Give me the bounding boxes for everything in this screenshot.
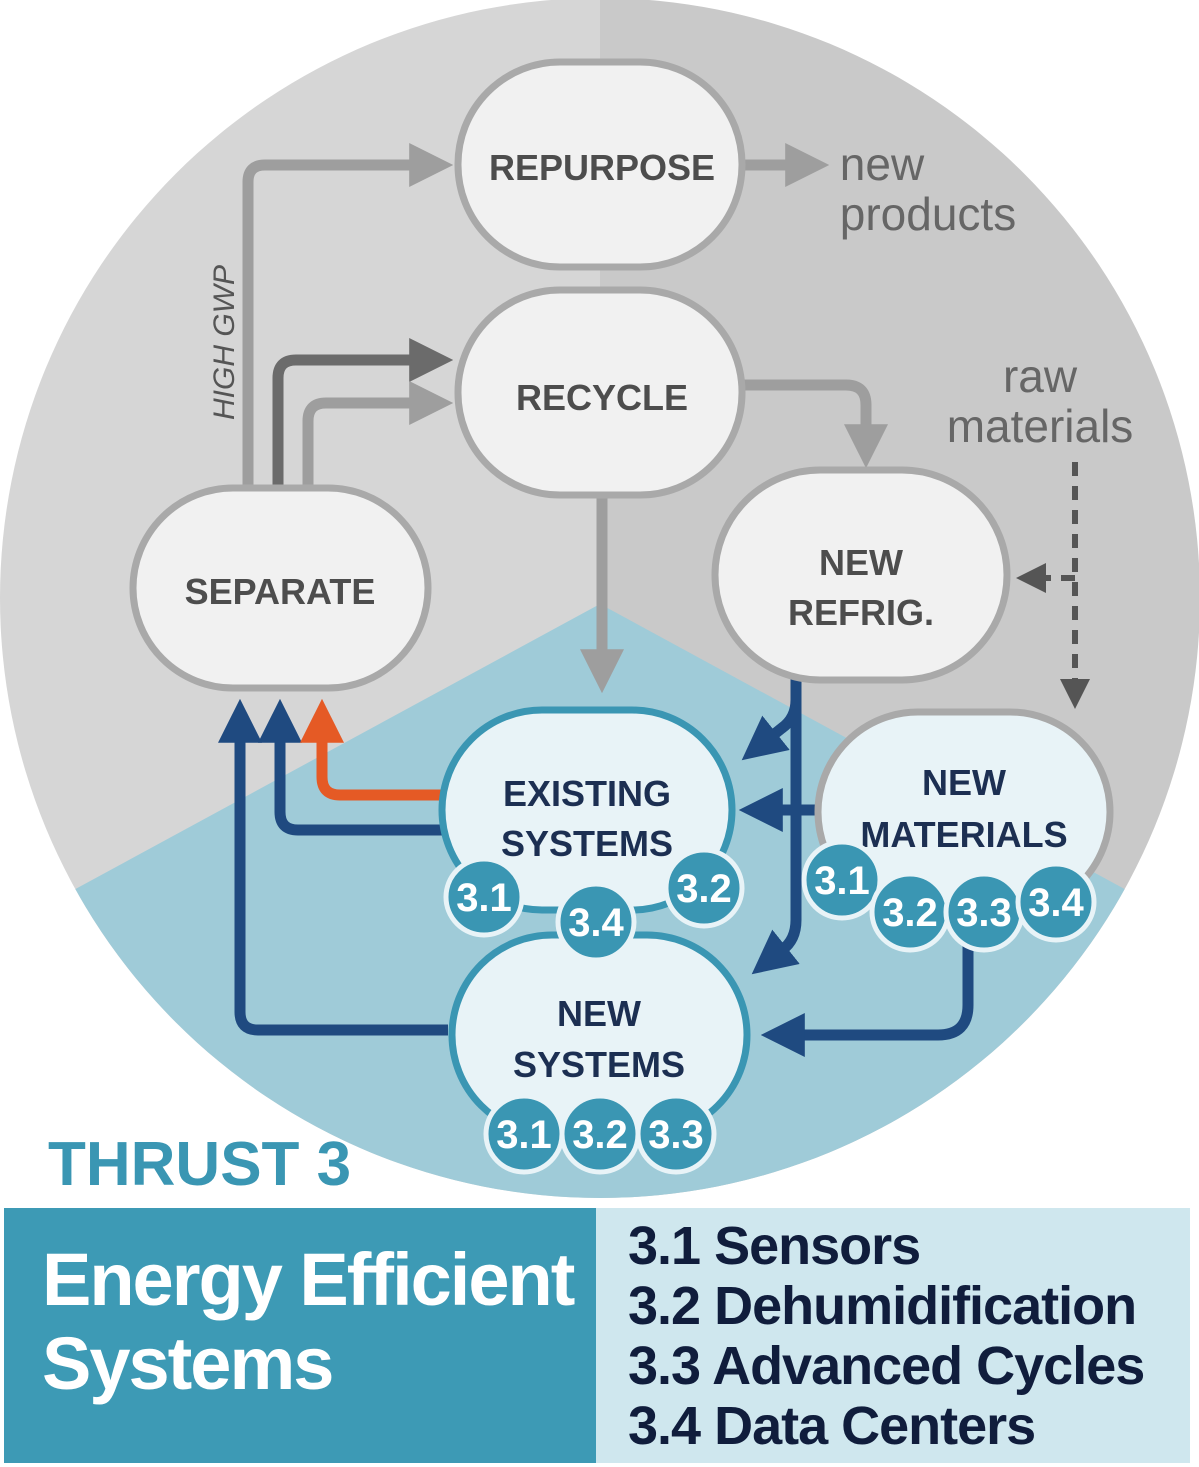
- arrow-recycle-to-new-refrig: [740, 379, 888, 469]
- thrust-item: 3.2 Dehumidification: [628, 1276, 1137, 1336]
- svg-text:3.4: 3.4: [1028, 881, 1084, 925]
- arrow-refrig-to-new-systems: [751, 700, 802, 975]
- arrow-separate-to-repurpose: [242, 143, 454, 485]
- svg-text:3.2: 3.2: [882, 891, 938, 935]
- node-existing-systems: EXISTING SYSTEMS: [438, 706, 736, 914]
- svg-text:3.1: 3.1: [814, 859, 870, 903]
- svg-text:products: products: [840, 188, 1016, 240]
- thrust-name-line1: Energy Efficient: [42, 1238, 575, 1321]
- node-repurpose: REPURPOSE: [454, 58, 746, 271]
- svg-text:3.3: 3.3: [648, 1113, 704, 1157]
- svg-text:REFRIG.: REFRIG.: [788, 592, 934, 633]
- node-new-refrig: NEW REFRIG.: [711, 466, 1011, 684]
- node-recycle: RECYCLE: [454, 286, 746, 499]
- arrow-separate-to-recycle-dark: [272, 338, 454, 485]
- gray-arrows: [242, 143, 888, 694]
- existing-systems-badges: 3.1 3.4 3.2: [443, 847, 745, 963]
- annotation-new-products: new products: [840, 138, 1016, 240]
- new-systems-badges: 3.1 3.2 3.3: [483, 1093, 717, 1175]
- thrust-item: 3.3 Advanced Cycles: [628, 1336, 1145, 1396]
- svg-text:EXISTING: EXISTING: [503, 773, 671, 814]
- svg-text:materials: materials: [947, 400, 1134, 452]
- new-materials-badges: 3.1 3.2 3.3 3.4: [801, 839, 1097, 953]
- svg-text:MATERIALS: MATERIALS: [860, 814, 1067, 855]
- thrust-item: 3.1 Sensors: [628, 1216, 921, 1276]
- svg-text:3.2: 3.2: [676, 867, 732, 911]
- navy-arrows: [218, 675, 974, 1057]
- node-new-systems: NEW SYSTEMS: [448, 931, 751, 1139]
- raw-materials-arrows: [1016, 462, 1090, 709]
- thrust-items-list: 3.1 Sensors 3.2 Dehumidification 3.3 Adv…: [596, 1208, 1190, 1463]
- arrow-separate-to-recycle: [302, 381, 454, 485]
- arrow-existing-to-separate: [258, 698, 444, 836]
- thrust-item: 3.4 Data Centers: [628, 1396, 1036, 1456]
- arrow-materials-to-new-systems: [760, 945, 974, 1057]
- svg-text:3.4: 3.4: [568, 901, 624, 945]
- annotation-raw-materials: raw materials: [947, 350, 1134, 452]
- arrow-new-systems-to-separate: [218, 698, 448, 1036]
- svg-text:3.1: 3.1: [496, 1113, 552, 1157]
- annotation-high-gwp: HIGH GWP: [208, 265, 241, 420]
- svg-text:REPURPOSE: REPURPOSE: [489, 147, 715, 188]
- svg-text:SYSTEMS: SYSTEMS: [501, 823, 673, 864]
- svg-text:3.1: 3.1: [456, 876, 512, 920]
- thrust-name-line2: Systems: [42, 1322, 334, 1405]
- arrow-existing-to-separate-orange: [300, 698, 444, 801]
- svg-text:NEW: NEW: [922, 762, 1006, 803]
- svg-text:SYSTEMS: SYSTEMS: [513, 1044, 685, 1085]
- thrust-name-box: Energy Efficient Systems: [4, 1208, 596, 1463]
- svg-text:NEW: NEW: [557, 993, 641, 1034]
- svg-text:3.3: 3.3: [956, 891, 1012, 935]
- node-separate: SEPARATE: [129, 484, 432, 692]
- thrust-title: THRUST 3: [48, 1130, 351, 1199]
- svg-text:SEPARATE: SEPARATE: [185, 571, 376, 612]
- svg-text:NEW: NEW: [819, 542, 903, 583]
- svg-text:new: new: [840, 138, 925, 190]
- svg-text:raw: raw: [1003, 350, 1078, 402]
- svg-text:3.2: 3.2: [572, 1113, 628, 1157]
- svg-text:RECYCLE: RECYCLE: [516, 377, 688, 418]
